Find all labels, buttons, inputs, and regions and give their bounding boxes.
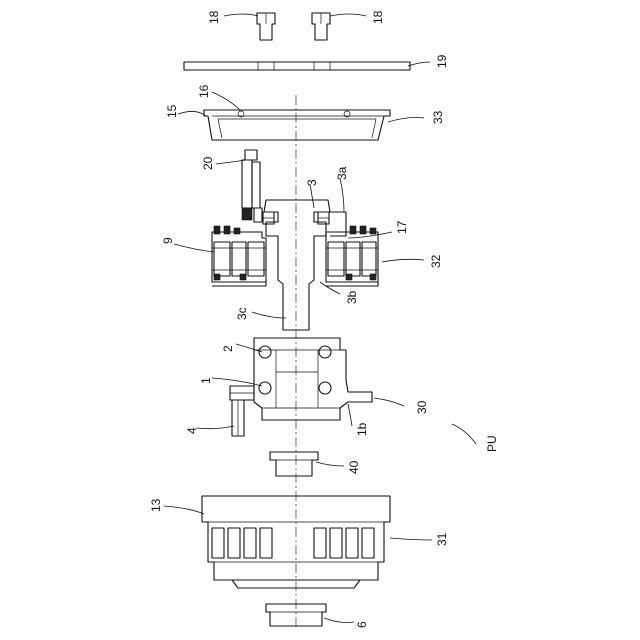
label-17: 17: [395, 220, 409, 234]
label-1: 1: [199, 377, 213, 384]
leader-lines: [164, 14, 476, 623]
label-20: 20: [201, 156, 215, 170]
bolt-18-right: [312, 13, 330, 40]
label-3a: 3a: [335, 166, 349, 180]
label-1b: 1b: [355, 422, 369, 436]
label-6: 6: [355, 621, 369, 628]
bolt-18-left: [257, 13, 275, 40]
label-18-left: 18: [207, 10, 221, 24]
bolt-hole-2-upper-right: [319, 346, 331, 358]
label-PU: PU: [485, 435, 499, 452]
bolt-hole-lower-right: [319, 382, 331, 394]
label-30: 30: [415, 400, 429, 414]
label-3b: 3b: [345, 290, 359, 304]
label-2: 2: [221, 345, 235, 352]
label-16: 16: [197, 84, 211, 98]
label-33: 33: [431, 110, 445, 124]
label-4: 4: [185, 427, 199, 434]
label-9: 9: [161, 237, 175, 244]
label-40: 40: [347, 460, 361, 474]
label-19: 19: [435, 54, 449, 68]
label-13: 13: [149, 498, 163, 512]
housing-30: [230, 338, 372, 436]
label-15: 15: [165, 104, 179, 118]
bushing-40: [270, 452, 318, 476]
plate-19: [184, 62, 410, 70]
part-labels: 18 18 19 15 16 33 20 3 3a 9 17 32 3b 3c …: [149, 10, 499, 628]
sensor-20: [242, 150, 262, 222]
label-3: 3: [305, 179, 319, 186]
label-31: 31: [435, 532, 449, 546]
label-32: 32: [429, 254, 443, 268]
bolt-hole-lower-left: [259, 382, 271, 394]
label-3c: 3c: [235, 307, 249, 320]
label-18-right: 18: [371, 10, 385, 24]
cover-15: [204, 110, 390, 140]
